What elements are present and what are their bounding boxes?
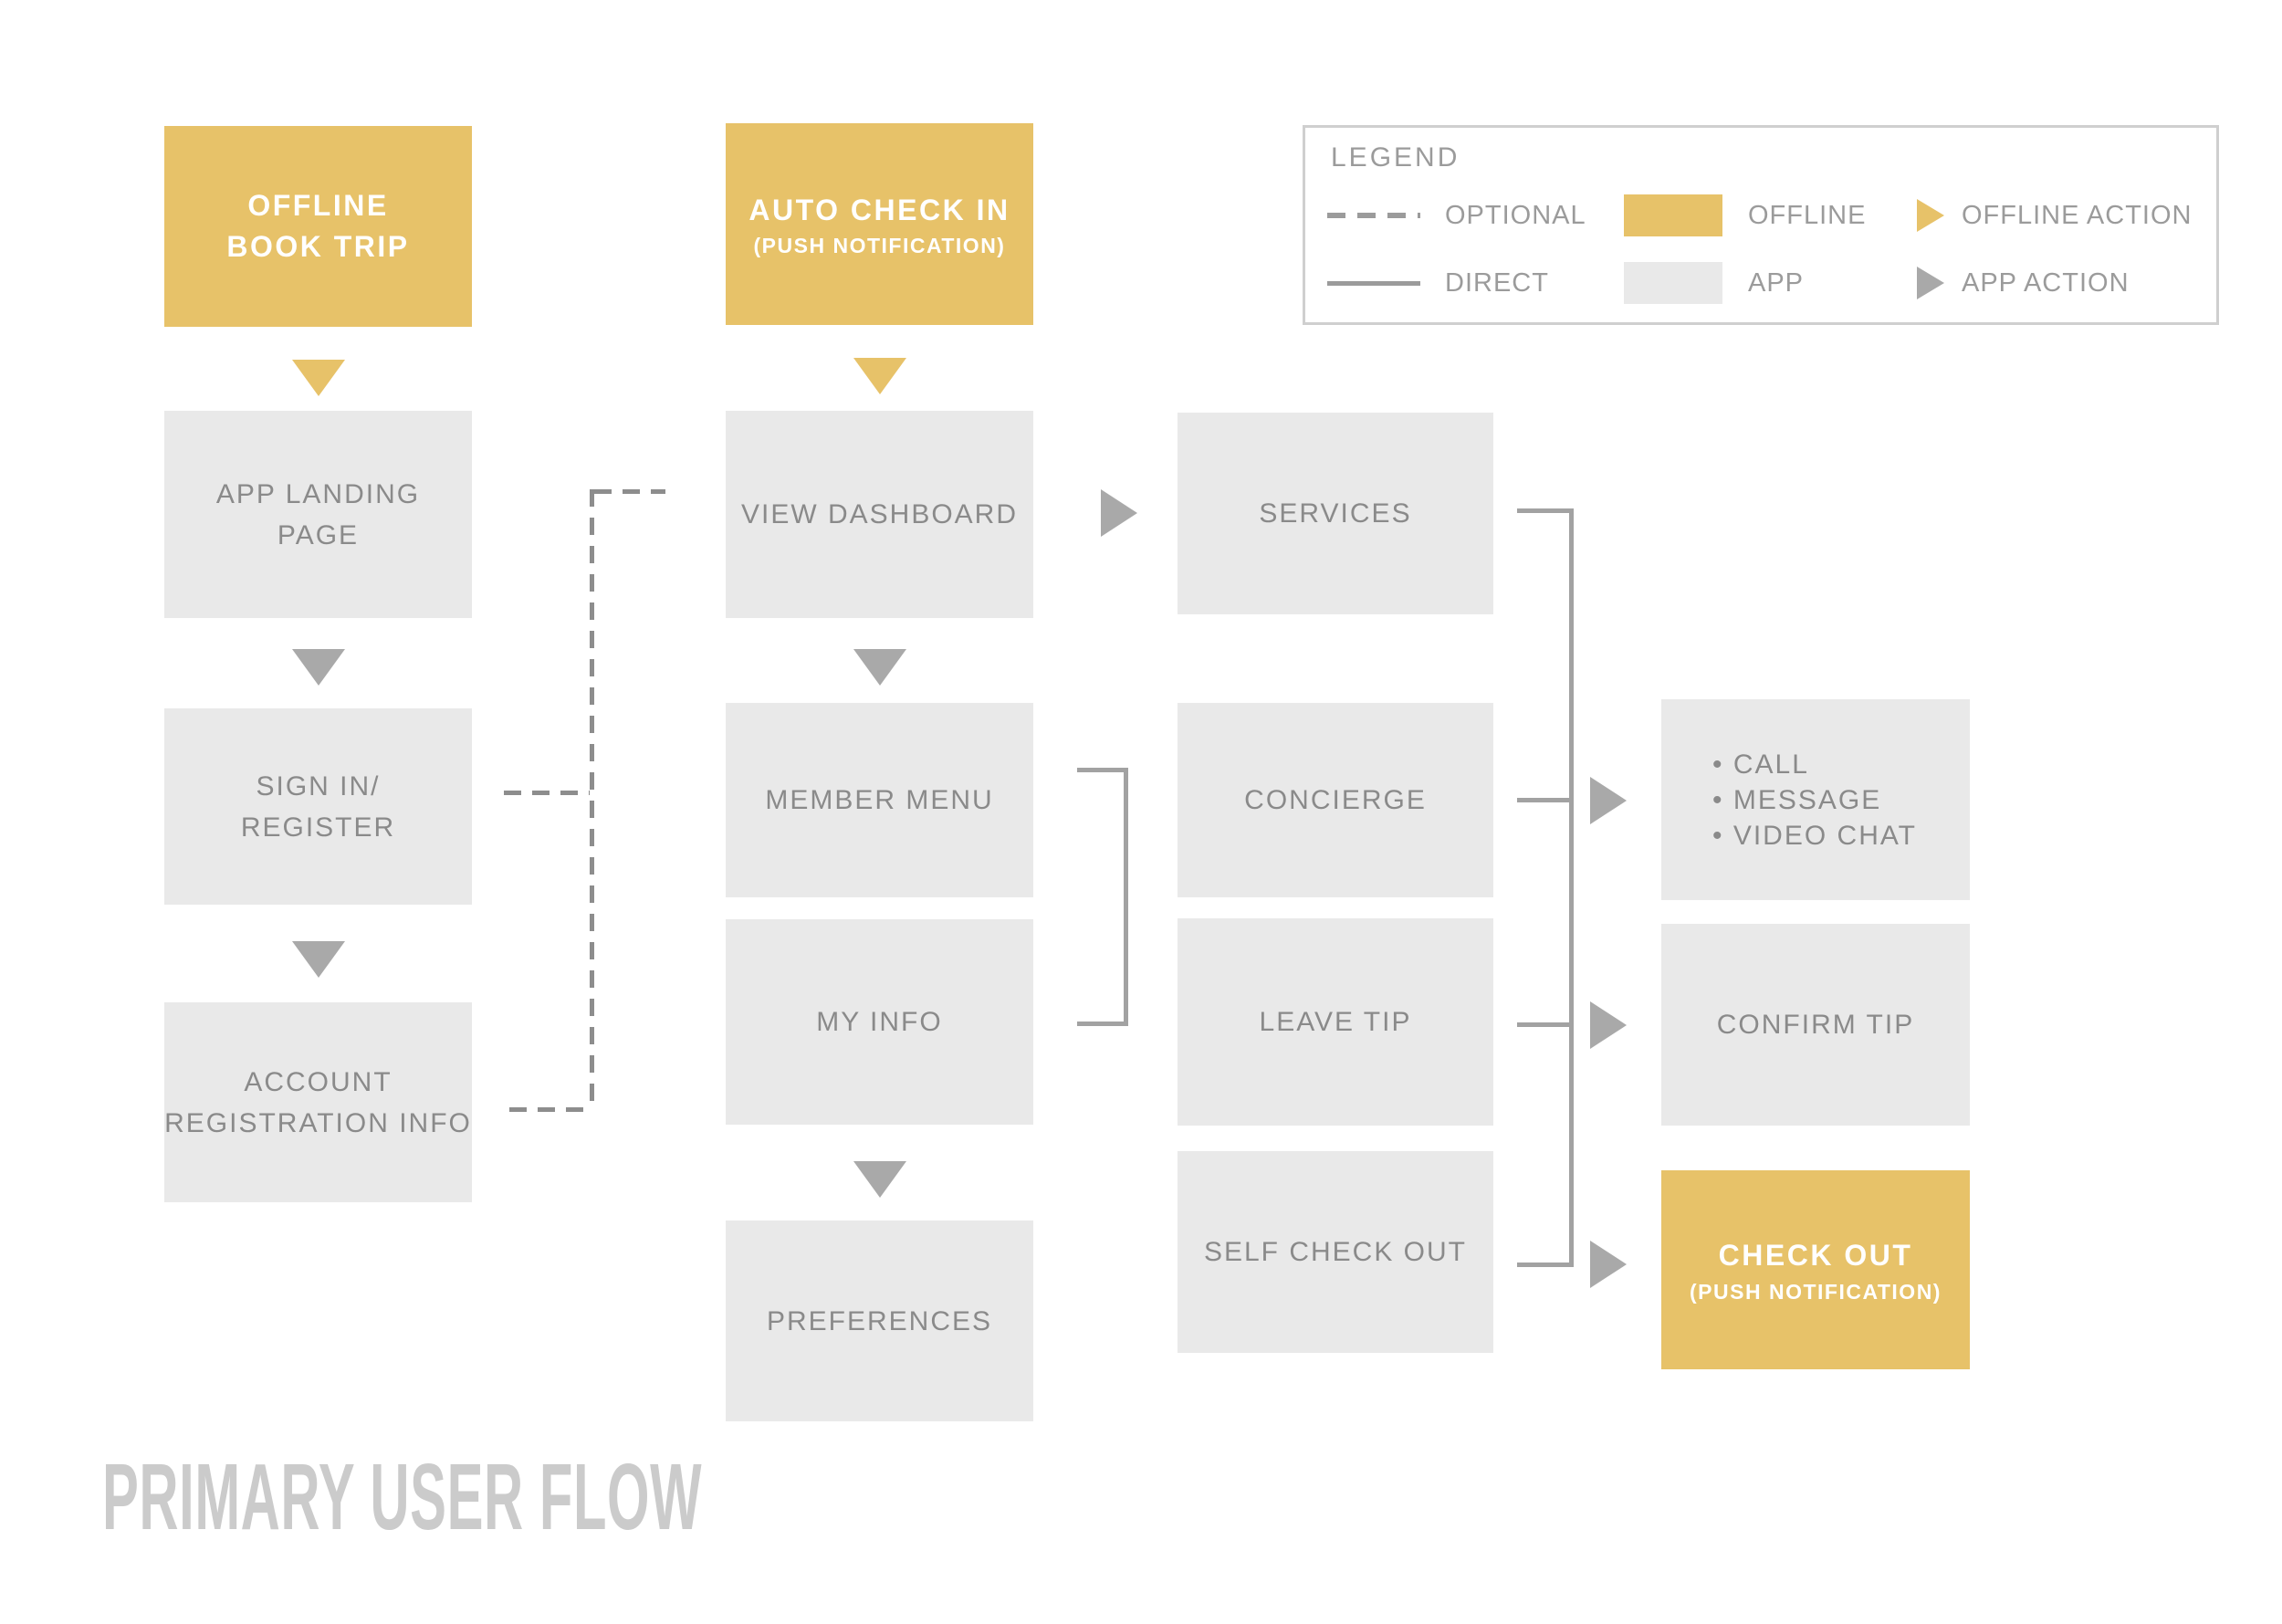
legend-label-optional: OPTIONAL [1445, 200, 1586, 230]
direct-rail [1569, 508, 1574, 1267]
node-subtitle: (PUSH NOTIFICATION) [753, 234, 1006, 258]
node-self-check-out: SELF CHECK OUT [1178, 1151, 1493, 1353]
node-label: MY INFO [816, 1007, 943, 1037]
direct-line-sample-icon [1327, 281, 1420, 286]
node-offline-book-trip: OFFLINE BOOK TRIP [164, 126, 472, 327]
node-label: • CALL • MESSAGE • VIDEO CHAT [1712, 749, 1917, 851]
offline-swatch-icon [1624, 194, 1722, 236]
node-title: AUTO CHECK IN [748, 193, 1010, 226]
right-arrow-app-icon [1590, 1001, 1627, 1049]
down-arrow-offline-icon [853, 358, 906, 394]
node-label: LEAVE TIP [1259, 1007, 1412, 1037]
node-leave-tip: LEAVE TIP [1178, 918, 1493, 1126]
optional-connector-spine [590, 489, 594, 1112]
legend-panel: LEGEND OPTIONAL OFFLINE OFFLINE ACTION D… [1303, 125, 2219, 325]
node-label: APP LANDING PAGE [215, 478, 421, 550]
node-auto-check-in: AUTO CHECK IN (PUSH NOTIFICATION) [726, 123, 1033, 325]
direct-bracket-bottom [1077, 1022, 1128, 1026]
legend-label-direct: DIRECT [1445, 267, 1549, 298]
node-label: SIGN IN/ REGISTER [240, 770, 396, 843]
down-arrow-offline-icon [292, 360, 345, 396]
direct-bracket-top [1077, 768, 1128, 772]
node-app-landing-page: APP LANDING PAGE [164, 411, 472, 618]
node-label: SELF CHECK OUT [1203, 1237, 1468, 1267]
node-concierge: CONCIERGE [1178, 703, 1493, 897]
direct-stub-services [1517, 508, 1572, 513]
direct-stub-concierge [1517, 798, 1572, 802]
down-arrow-icon [853, 649, 906, 686]
app-swatch-icon [1624, 262, 1722, 304]
node-title: CHECK OUT [1718, 1239, 1913, 1273]
optional-connector-signin [504, 791, 590, 795]
direct-bracket-rail [1124, 768, 1128, 1026]
node-label: MEMBER MENU [765, 785, 994, 815]
node-services: SERVICES [1178, 413, 1493, 614]
node-confirm-tip: CONFIRM TIP [1661, 924, 1970, 1126]
node-label: CONCIERGE [1244, 785, 1427, 815]
node-contact-options: • CALL • MESSAGE • VIDEO CHAT [1661, 699, 1970, 900]
legend-label-app: APP [1748, 267, 1805, 298]
direct-stub-self-check-out [1517, 1263, 1572, 1267]
node-sign-in-register: SIGN IN/ REGISTER [164, 708, 472, 905]
legend-label-offline: OFFLINE [1748, 200, 1867, 230]
down-arrow-icon [292, 649, 345, 686]
direct-stub-leave-tip [1517, 1022, 1572, 1027]
node-label: VIEW DASHBOARD [740, 499, 1019, 529]
right-arrow-app-icon [1590, 777, 1627, 824]
right-arrow-app-icon [1101, 489, 1137, 537]
node-label: PREFERENCES [766, 1305, 993, 1336]
optional-line-sample-icon [1327, 213, 1420, 218]
node-check-out: CHECK OUT (PUSH NOTIFICATION) [1661, 1170, 1970, 1369]
node-subtitle: (PUSH NOTIFICATION) [1690, 1279, 1942, 1304]
node-label: CONFIRM TIP [1716, 1010, 1915, 1040]
legend-heading: LEGEND [1331, 142, 1460, 173]
right-arrow-app-icon [1590, 1241, 1627, 1288]
node-view-dashboard: VIEW DASHBOARD [726, 411, 1033, 618]
optional-connector-account [509, 1107, 590, 1112]
down-arrow-icon [292, 941, 345, 978]
node-label: SERVICES [1259, 498, 1412, 529]
down-arrow-icon [853, 1161, 906, 1198]
node-title: OFFLINE BOOK TRIP [226, 189, 410, 263]
node-member-menu: MEMBER MENU [726, 703, 1033, 897]
legend-label-app-action: APP ACTION [1962, 267, 2130, 298]
node-account-registration-info: ACCOUNT REGISTRATION INFO [164, 1002, 472, 1202]
app-action-arrow-icon [1917, 267, 1944, 299]
node-preferences: PREFERENCES [726, 1221, 1033, 1421]
page-title: PRIMARY USER FLOW [102, 1444, 703, 1549]
legend-label-offline-action: OFFLINE ACTION [1962, 200, 2193, 230]
node-my-info: MY INFO [726, 919, 1033, 1125]
offline-action-arrow-icon [1917, 199, 1944, 232]
node-label: ACCOUNT REGISTRATION INFO [164, 1066, 472, 1138]
optional-connector-to-dashboard [594, 489, 665, 494]
